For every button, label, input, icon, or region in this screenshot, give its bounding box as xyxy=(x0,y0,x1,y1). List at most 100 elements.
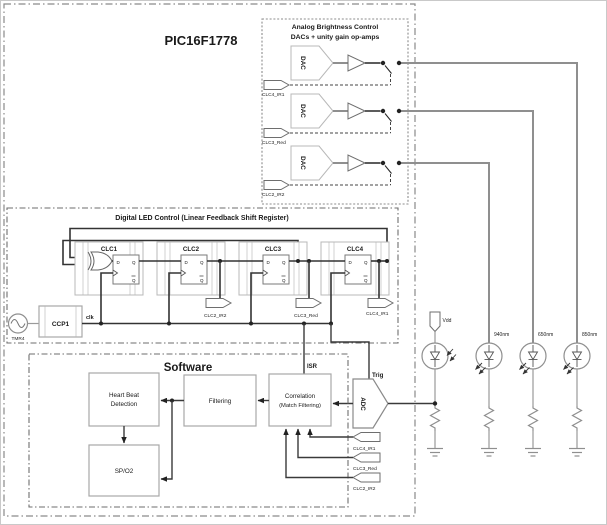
correlation-block xyxy=(268,373,332,427)
heartbeat-label-line2: Detection xyxy=(111,401,138,408)
ff2-qn: Q xyxy=(200,278,204,283)
xor-gate-body xyxy=(90,251,113,271)
vdd-pin xyxy=(429,311,441,333)
led-850nm-label: 850nm xyxy=(582,332,597,338)
pin-fb-clc2-ir2-label: CLC2_IR2 xyxy=(353,486,376,492)
digital-led-control-section: Digital LED Control (Linear Feedback Shi… xyxy=(6,207,399,344)
isr-label: ISR xyxy=(307,364,318,370)
clc3-label: CLC3 xyxy=(265,246,282,253)
pin-clc3-red-ctrl xyxy=(263,128,291,138)
emitted-light-arrows xyxy=(475,362,486,375)
tmr4-label: TMR4 xyxy=(11,336,24,342)
ff1-q: Q xyxy=(132,260,136,265)
clock-source: TMR4 CCP1 clk xyxy=(7,272,345,342)
xor-gate xyxy=(87,251,92,271)
led-650nm-label: 650nm xyxy=(538,332,553,338)
ccp1-label: CCP1 xyxy=(52,321,70,328)
trig-label: Trig xyxy=(372,372,384,379)
led-branch-650nm: 650nm xyxy=(519,332,553,457)
correlation-feedback-pins: CLC4_IR1 CLC3_Red CLC2_IR2 xyxy=(283,428,381,492)
clc-output-pins: CLC2_IR2 CLC3_Red CLC4_IR1 xyxy=(204,298,395,319)
resistor-850nm xyxy=(571,406,583,431)
ccp1-block xyxy=(38,305,83,338)
pin-clc4-ir1 xyxy=(367,298,395,308)
spo2-label: SP/O2 xyxy=(115,468,134,475)
pin-fb-clc2-ir2 xyxy=(351,472,381,483)
adc-label: ADC xyxy=(359,397,366,411)
dac-channel-ir2: DAC CLC2_IR2 xyxy=(262,145,402,198)
clc1-flipflop xyxy=(112,254,140,285)
emitted-light-arrows xyxy=(519,362,530,375)
pin-clc3-red xyxy=(295,298,323,308)
clc3-block: CLC3 D Q Q xyxy=(238,241,308,296)
resistor-photodiode xyxy=(429,406,441,431)
isr-trig-wiring: ISR Trig xyxy=(303,323,384,379)
ff4-d: D xyxy=(349,260,353,265)
ff4-q: Q xyxy=(364,260,368,265)
pin-fb-clc3-red xyxy=(351,452,381,463)
opamp3 xyxy=(347,154,367,172)
heartbeat-label-line1: Heart Beat xyxy=(109,392,139,399)
clc3-flipflop xyxy=(262,254,290,285)
dac-channel-ir1: DAC CLC4_IR1 xyxy=(262,45,402,98)
correlation-label-line2: (Match Filtering) xyxy=(279,403,321,409)
filtering-label: Filtering xyxy=(209,398,232,405)
clc1-label: CLC1 xyxy=(101,246,118,253)
pin-clc4-ir1-ctrl xyxy=(263,80,291,90)
led-branch-850nm: 850nm xyxy=(563,332,597,457)
switch2-lever xyxy=(384,113,392,122)
ground-650nm xyxy=(525,447,541,457)
vdd-label: Vdd xyxy=(443,318,452,324)
clc2-flipflop xyxy=(180,254,208,285)
dac1-label: DAC xyxy=(299,56,306,70)
software-section: Software Heart Beat Detection Filtering … xyxy=(28,353,349,508)
clc2-block: CLC2 D Q Q xyxy=(156,241,226,296)
pin-fb-clc3-red-label: CLC3_Red xyxy=(353,466,377,472)
pin-clc2-ir2 xyxy=(205,298,233,308)
software-section-border xyxy=(28,353,349,508)
photodiode-branch: Vdd xyxy=(421,311,457,457)
lfsr-shift-chain xyxy=(139,259,389,299)
analog-title-line1: Analog Brightness Control xyxy=(292,24,379,31)
led-940nm-label: 940nm xyxy=(494,332,509,338)
ff3-d: D xyxy=(267,260,271,265)
adc-block: ADC xyxy=(332,378,435,429)
analog-brightness-section: Analog Brightness Control DACs + unity g… xyxy=(261,18,578,343)
dac-channel-red: DAC CLC3_Red xyxy=(262,93,402,146)
ground-photodiode xyxy=(427,447,443,457)
pin-clc4-ir1-ctrl-label: CLC4_IR1 xyxy=(262,92,285,98)
clk-label: clk xyxy=(86,315,95,321)
pin-clc2-ir2-ctrl xyxy=(263,180,291,190)
pin-clc4-ir1-label: CLC4_IR1 xyxy=(366,311,389,317)
digital-title: Digital LED Control (Linear Feedback Shi… xyxy=(115,215,288,222)
dac2-label: DAC xyxy=(299,104,306,118)
ff2-q: Q xyxy=(200,260,204,265)
heartbeat-detection-block xyxy=(88,372,160,427)
clc4-block: CLC4 D Q Q xyxy=(320,241,390,296)
spo2-block xyxy=(88,444,160,497)
ff3-q: Q xyxy=(282,260,286,265)
ground-850nm xyxy=(569,447,585,457)
ff1-qn: Q xyxy=(132,278,136,283)
digital-section-border xyxy=(6,207,399,344)
software-arrows xyxy=(121,397,269,482)
clc4-flipflop xyxy=(344,254,372,285)
pic-title: PIC16F1778 xyxy=(165,33,238,48)
clc4-label: CLC4 xyxy=(347,246,364,253)
ff1-d: D xyxy=(117,260,121,265)
ff4-qn: Q xyxy=(364,278,368,283)
led-branch-940nm: 940nm xyxy=(475,332,509,457)
pin-clc3-red-ctrl-label: CLC3_Red xyxy=(262,140,286,146)
incident-light-arrows xyxy=(446,348,457,362)
analog-title-line2: DACs + unity gain op-amps xyxy=(291,34,380,41)
pin-fb-clc4-ir1-label: CLC4_IR1 xyxy=(353,446,376,452)
pin-clc2-ir2-label: CLC2_IR2 xyxy=(204,313,227,319)
emitted-light-arrows xyxy=(563,362,574,375)
led-drive-wires xyxy=(401,62,578,343)
opamp2 xyxy=(347,102,367,120)
software-title: Software xyxy=(164,362,213,374)
pin-fb-clc4-ir1 xyxy=(351,432,381,442)
dac3-label: DAC xyxy=(299,156,306,170)
